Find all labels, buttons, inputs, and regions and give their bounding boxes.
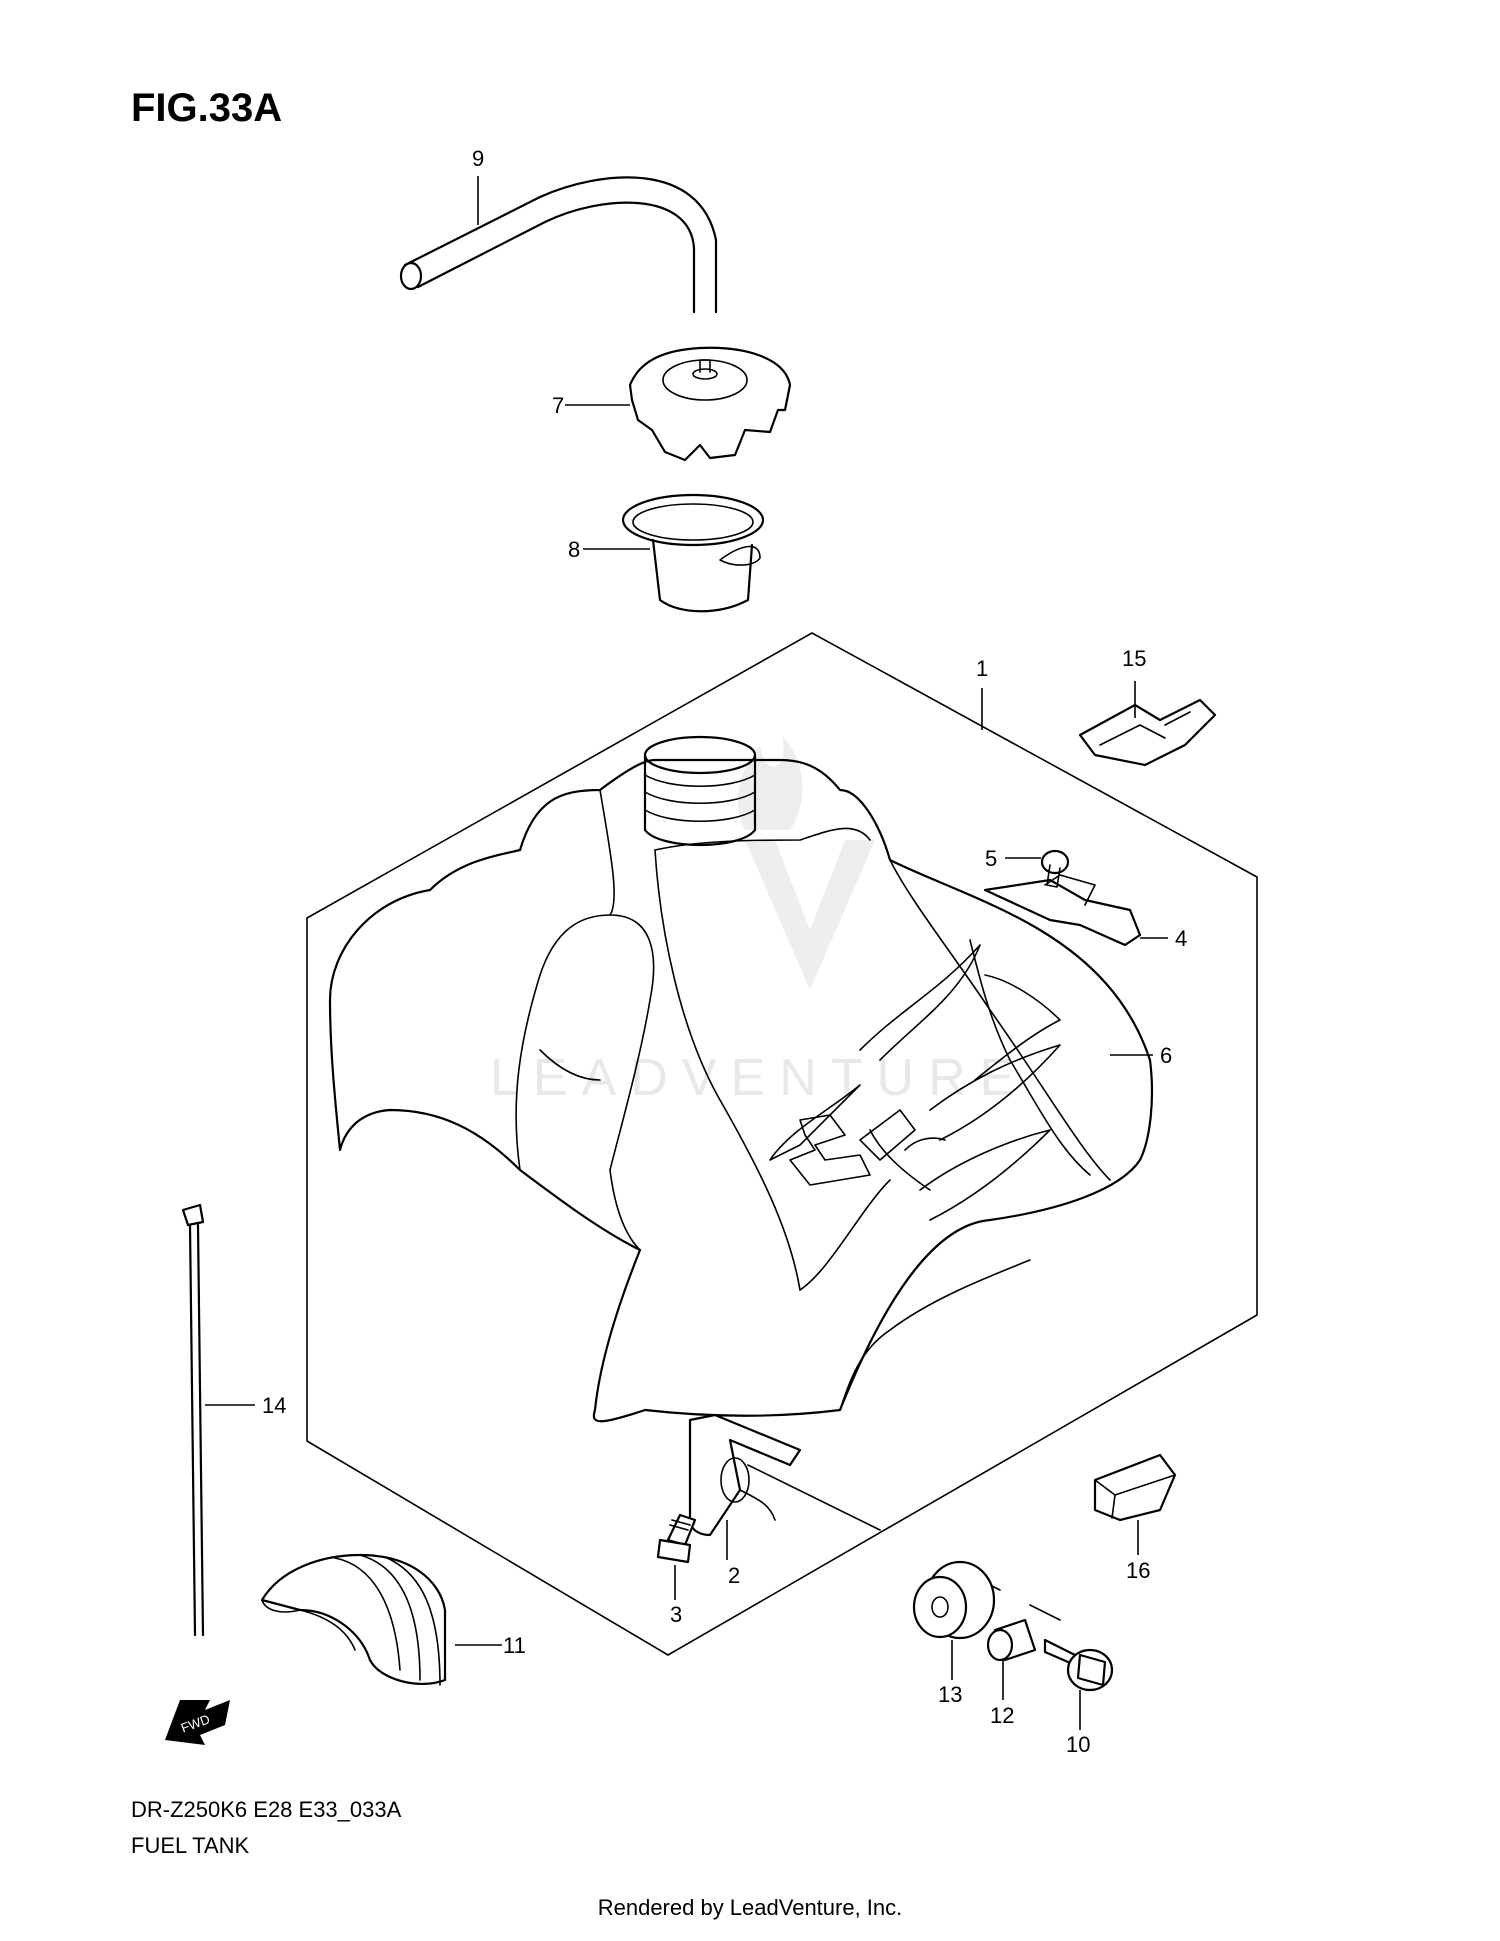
part-15-clip — [1078, 698, 1217, 767]
part-2-bracket — [688, 1413, 802, 1537]
callout-14: 14 — [262, 1393, 286, 1418]
part-8-fuel-filter — [621, 493, 765, 613]
callout-leaders — [205, 176, 1168, 1730]
tank-assembly-boundary — [306, 632, 1258, 1656]
part-9-breather-hose — [399, 176, 718, 314]
part-6-emblem — [769, 944, 1061, 1221]
callout-6: 6 — [1160, 1043, 1172, 1068]
figure-title: FIG.33A — [131, 86, 283, 130]
callout-5: 5 — [985, 846, 997, 871]
figure-code: DR-Z250K6 E28 E33_033A — [131, 1797, 402, 1822]
callout-7: 7 — [552, 393, 564, 418]
footer-credit: Rendered by LeadVenture, Inc. — [597, 1895, 903, 1920]
callout-labels: 1 2 3 4 5 6 7 8 9 10 11 12 13 14 15 16 — [262, 146, 1187, 1757]
callout-8: 8 — [568, 537, 580, 562]
callout-16: 16 — [1126, 1558, 1150, 1583]
part-5-screw — [1040, 849, 1070, 888]
part-11-cushion — [260, 1553, 447, 1686]
part-14-cable-tie — [181, 1203, 205, 1637]
watermark-text: LEADVENTURE — [490, 1049, 1028, 1107]
callout-3: 3 — [670, 1602, 682, 1627]
callout-15: 15 — [1122, 646, 1146, 671]
tank-filler-neck — [643, 735, 757, 847]
part-7-fuel-cap — [628, 346, 792, 462]
forward-direction-badge: FWD — [165, 1700, 230, 1745]
part-3-bolt — [656, 1513, 697, 1564]
part-16-cushion — [1093, 1453, 1177, 1522]
callout-1: 1 — [976, 656, 988, 681]
part-4-bracket-plate — [983, 874, 1142, 947]
callout-11: 11 — [503, 1633, 526, 1658]
callout-9: 9 — [472, 146, 484, 171]
callout-10: 10 — [1066, 1732, 1090, 1757]
callout-4: 4 — [1175, 926, 1187, 951]
callout-13: 13 — [938, 1682, 962, 1707]
parts-13-12-10-mounting — [747, 1464, 1114, 1692]
callout-2: 2 — [728, 1563, 740, 1588]
callout-12: 12 — [990, 1703, 1014, 1728]
watermark: LEADVENTURE — [490, 735, 1028, 1107]
figure-name: FUEL TANK — [131, 1833, 250, 1858]
